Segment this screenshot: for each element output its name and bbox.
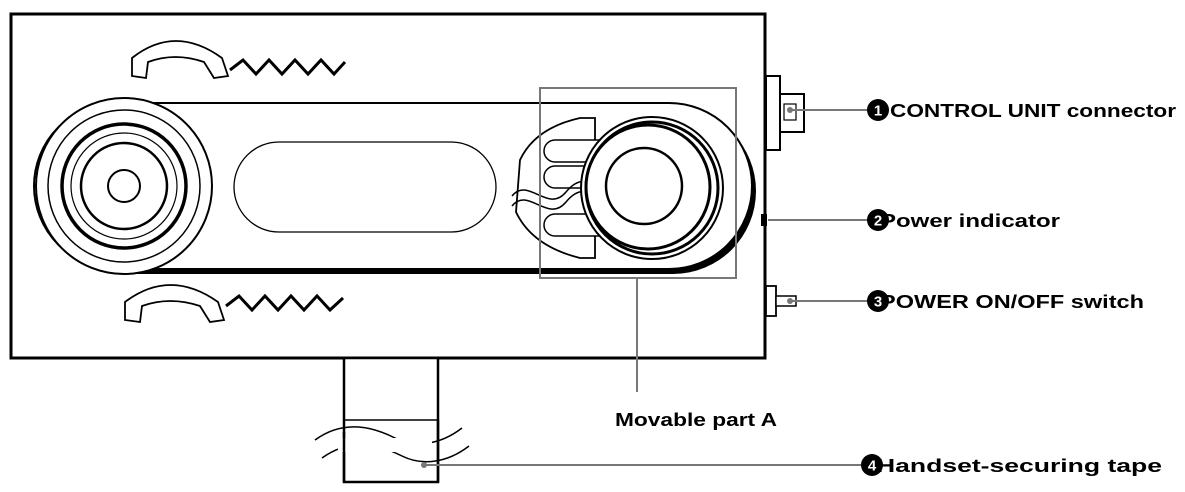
control-unit-connector: [765, 75, 805, 151]
callout-1-badge: [867, 99, 889, 121]
movable-part-a: [511, 87, 737, 279]
callout-3-badge: [867, 290, 889, 312]
callout-2-badge: [867, 209, 889, 231]
callout-1: 1 CONTROL UNIT connector: [867, 99, 1176, 121]
callout-2-label: Power indicator: [880, 211, 1060, 231]
handset-icon-top: [131, 40, 347, 80]
leader-lines: [424, 109, 870, 466]
handset-icon-bottom: [124, 284, 345, 324]
callout-4-number: 4: [868, 458, 877, 475]
callout-1-label: CONTROL UNIT connector: [890, 101, 1176, 121]
callout-2: 2 Power indicator: [867, 209, 1060, 231]
callout-4: 4 Handset-securing tape: [861, 454, 1162, 476]
callout-3: 3 POWER ON/OFF switch: [867, 290, 1144, 312]
callout-3-number: 3: [874, 294, 882, 311]
callout-3-label: POWER ON/OFF switch: [880, 292, 1144, 312]
handset-securing-tape: [314, 356, 470, 484]
callout-2-number: 2: [874, 213, 882, 230]
power-indicator: [761, 214, 767, 226]
callout-4-badge: [861, 454, 883, 476]
callout-1-number: 1: [874, 103, 882, 120]
callout-4-label: Handset-securing tape: [876, 456, 1162, 476]
movable-part-label: Movable part A: [615, 410, 777, 430]
left-roller: [35, 97, 213, 275]
